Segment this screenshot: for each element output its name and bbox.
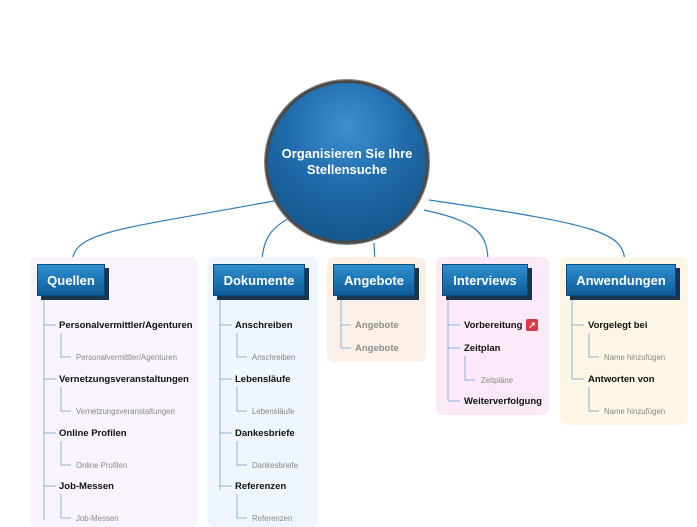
interviews-subitem[interactable]: Zeitpläne bbox=[481, 376, 514, 385]
dokumente-item[interactable]: Anschreiben bbox=[235, 320, 293, 331]
dokumente-subitem[interactable]: Dankesbriefe bbox=[252, 461, 298, 470]
branch-quellen[interactable]: Quellen bbox=[37, 264, 105, 296]
quellen-subitem[interactable]: Vernetzungsveranstaltungen bbox=[76, 407, 175, 416]
branch-dokumente[interactable]: Dokumente bbox=[213, 264, 305, 296]
dokumente-panel bbox=[207, 257, 318, 527]
anwendungen-item[interactable]: Vorgelegt bei bbox=[588, 320, 648, 331]
angebote-item[interactable]: Angebote bbox=[355, 320, 399, 331]
quellen-panel bbox=[30, 257, 198, 527]
anwendungen-subitem[interactable]: Name hinzufügen bbox=[604, 407, 666, 416]
quellen-item[interactable]: Job-Messen bbox=[59, 481, 114, 492]
interviews-item[interactable]: Zeitplan bbox=[464, 343, 501, 354]
anwendungen-subitem[interactable]: Name hinzufügen bbox=[604, 353, 666, 362]
central-topic-node[interactable]: Organisieren Sie Ihre Stellensuche bbox=[265, 80, 429, 244]
dokumente-subitem[interactable]: Referenzen bbox=[252, 514, 293, 523]
quellen-subitem[interactable]: Personalvermittler/Agenturen bbox=[76, 353, 177, 362]
quellen-item[interactable]: Vernetzungsveranstaltungen bbox=[59, 374, 189, 385]
branch-interviews[interactable]: Interviews bbox=[442, 264, 528, 296]
branch-angebote[interactable]: Angebote bbox=[333, 264, 415, 296]
central-topic-line2: Stellensuche bbox=[306, 162, 388, 177]
dokumente-item[interactable]: Referenzen bbox=[235, 481, 287, 492]
dokumente-item[interactable]: Lebensläufe bbox=[235, 374, 291, 385]
angebote-item[interactable]: Angebote bbox=[355, 343, 399, 354]
interviews-item[interactable]: Weiterverfolgung bbox=[464, 396, 542, 407]
anwendungen-item[interactable]: Antworten von bbox=[588, 374, 655, 385]
branch-anwendungen[interactable]: Anwendungen bbox=[566, 264, 676, 296]
quellen-item[interactable]: Personalvermittler/Agenturen bbox=[59, 320, 193, 331]
quellen-item[interactable]: Online Profilen bbox=[59, 428, 127, 439]
central-topic-line1: Organisieren Sie Ihre bbox=[281, 146, 413, 161]
link-icon[interactable]: ↗ bbox=[526, 319, 538, 331]
quellen-subitem[interactable]: Job-Messen bbox=[76, 514, 119, 523]
dokumente-subitem[interactable]: Anschreiben bbox=[252, 353, 296, 362]
dokumente-subitem[interactable]: Lebensläufe bbox=[252, 407, 295, 416]
interviews-item[interactable]: Vorbereitung bbox=[464, 320, 523, 331]
dokumente-item[interactable]: Dankesbriefe bbox=[235, 428, 295, 439]
quellen-subitem[interactable]: Online Profilen bbox=[76, 461, 128, 470]
